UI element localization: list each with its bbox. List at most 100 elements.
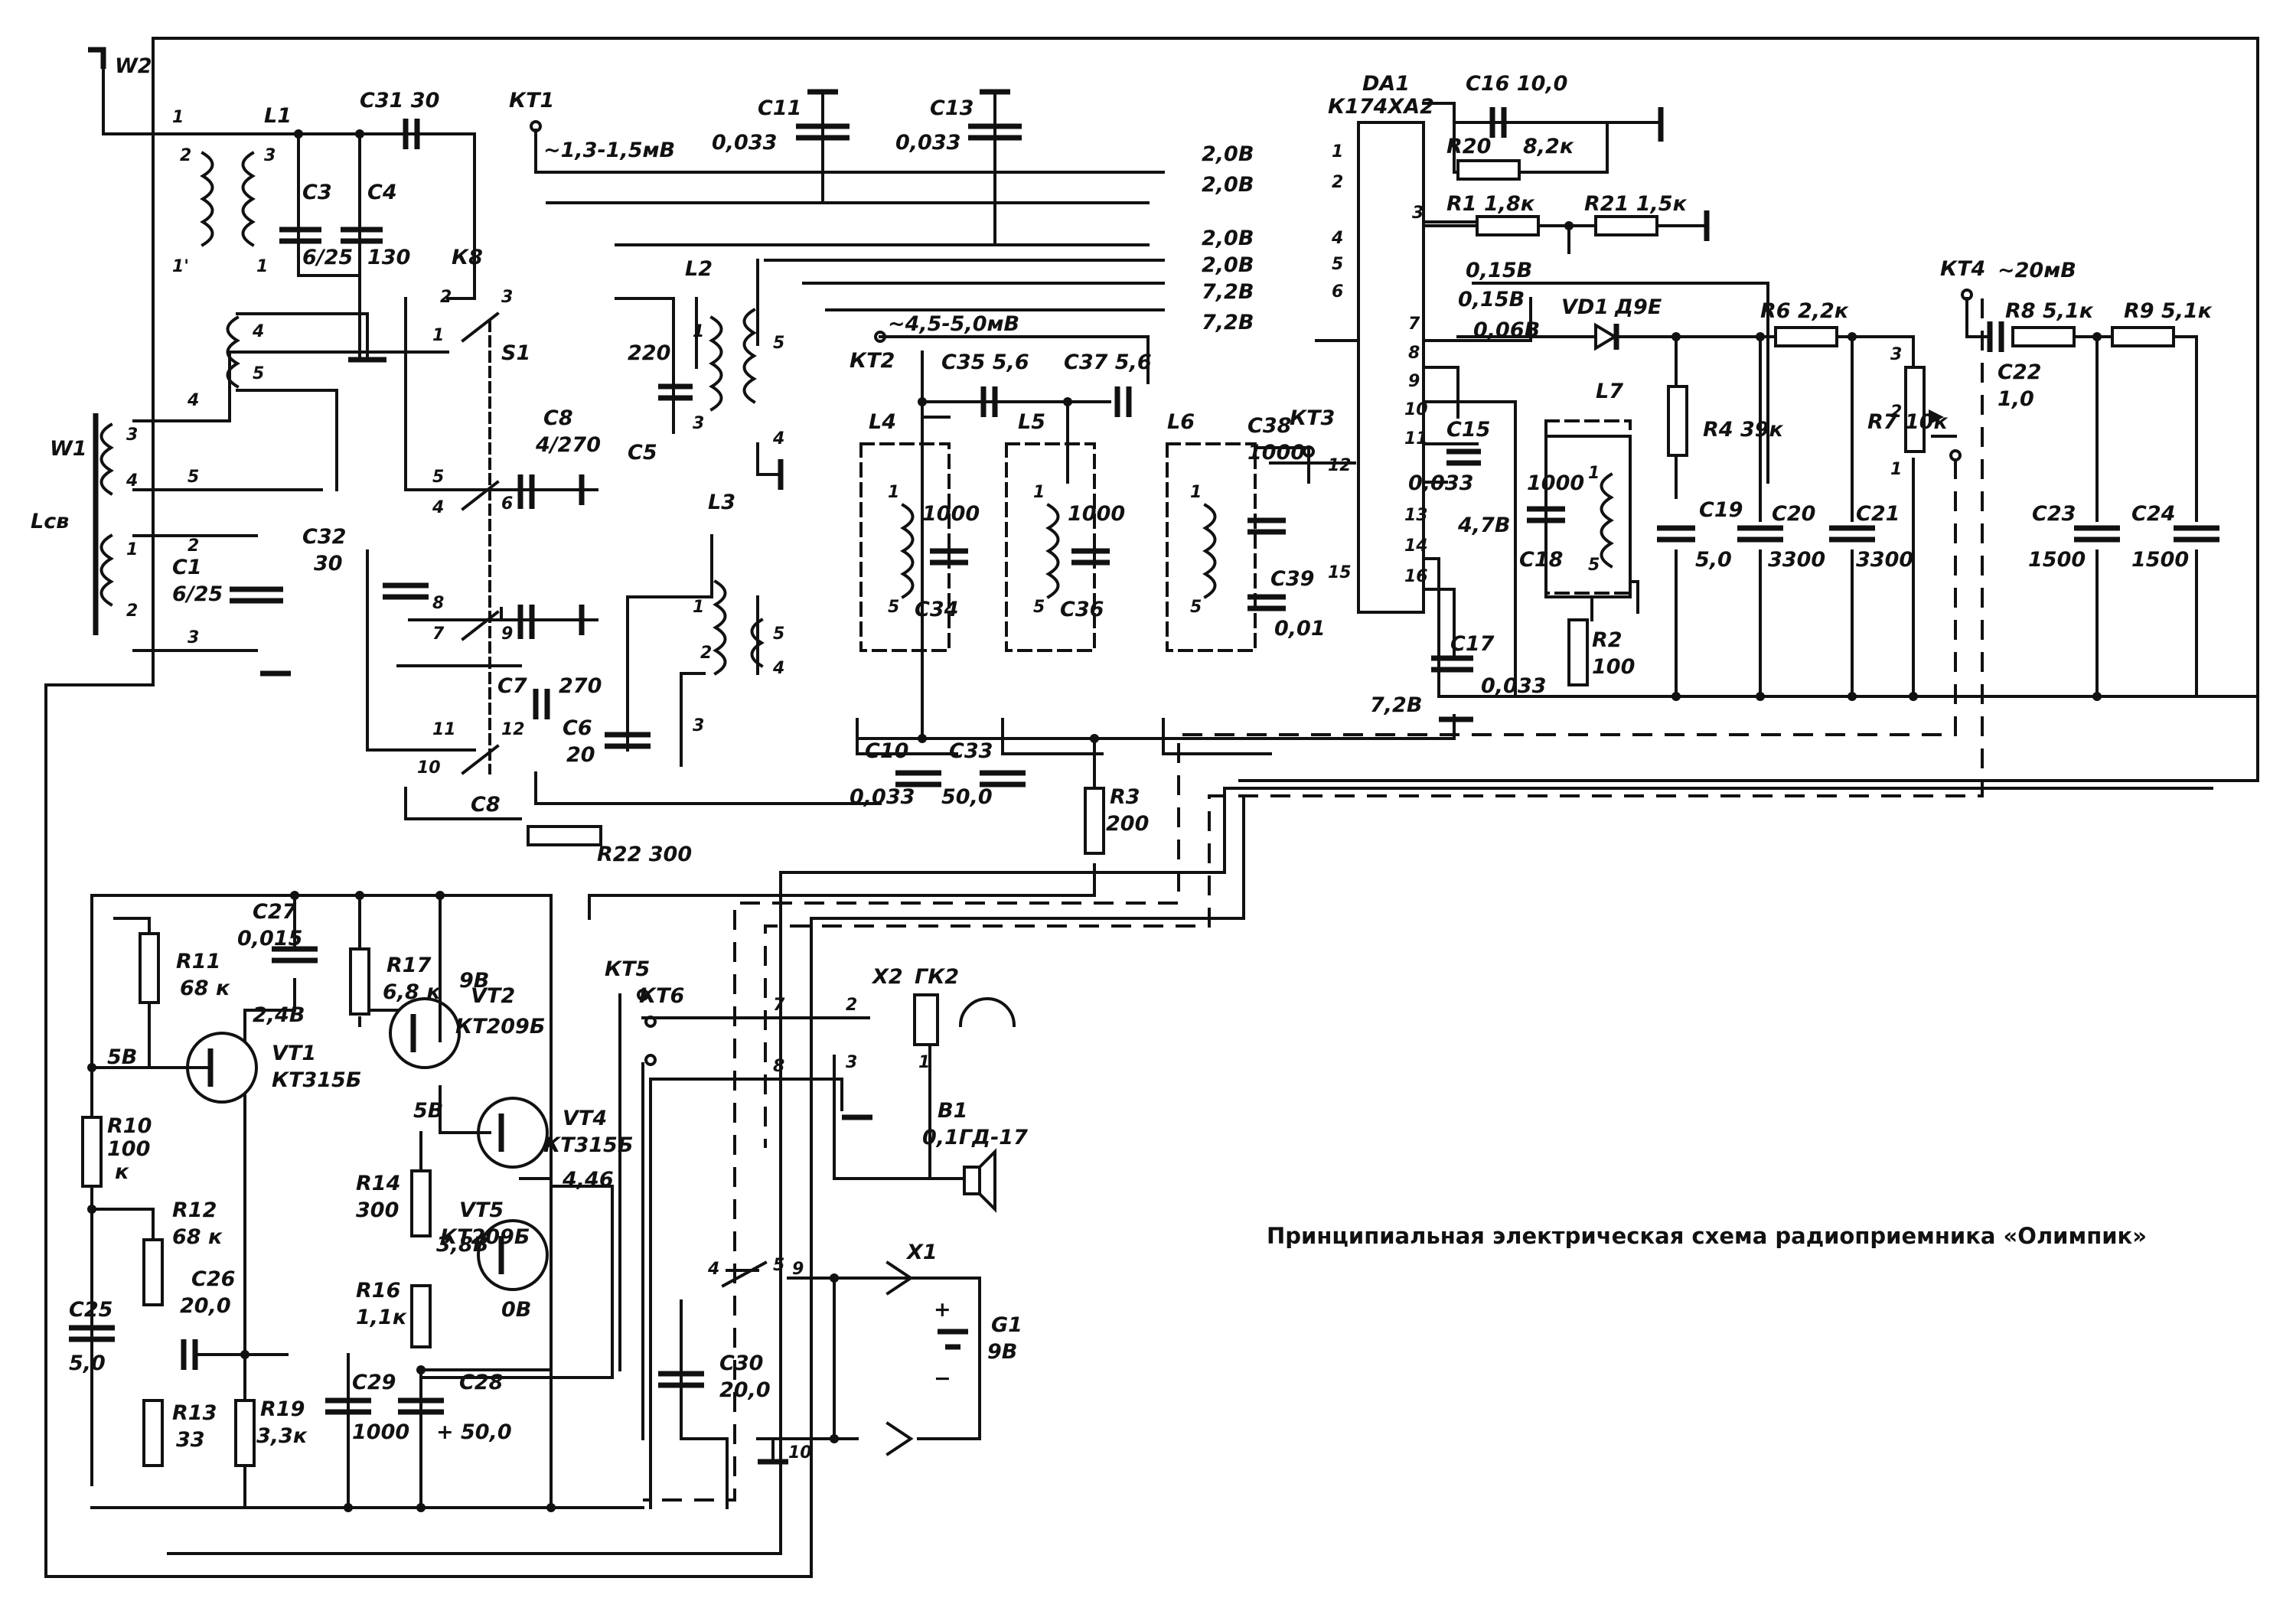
svg-text:1: 1 [1033, 483, 1045, 502]
svg-text:С18: С18 [1519, 548, 1563, 572]
svg-text:50,0: 50,0 [941, 785, 993, 809]
svg-text:С38: С38 [1247, 414, 1291, 438]
svg-text:1: 1 [432, 326, 444, 345]
svg-text:9: 9 [1408, 372, 1420, 391]
svg-text:7: 7 [1408, 315, 1420, 334]
if-coils: L2 1 3 5 4 L3 1 2 3 5 4 L4 1 5 L5 1 5 L6… [685, 257, 1632, 735]
svg-text:~4,5-5,0мВ: ~4,5-5,0мВ [888, 312, 1019, 336]
svg-text:КТ5: КТ5 [605, 957, 650, 981]
svg-text:3: 3 [1890, 345, 1902, 364]
svg-text:R22 300: R22 300 [597, 843, 692, 866]
amp-voltages: 2,4В 5В 9В 5В 4,46 3,8В 0В [107, 969, 614, 1322]
svg-text:4: 4 [432, 498, 444, 517]
svg-text:КТ4: КТ4 [1940, 257, 1985, 281]
svg-text:С32: С32 [302, 525, 346, 549]
svg-text:С7: С7 [497, 674, 527, 698]
svg-text:Х1: Х1 [905, 1241, 938, 1264]
svg-text:6/25: 6/25 [302, 246, 353, 269]
svg-text:С5: С5 [628, 441, 657, 465]
svg-text:0,1ГД-17: 0,1ГД-17 [922, 1126, 1028, 1149]
svg-text:5,0: 5,0 [69, 1352, 106, 1375]
svg-text:R16: R16 [356, 1279, 400, 1303]
wiring [44, 37, 2259, 1578]
svg-text:10: 10 [417, 758, 441, 778]
svg-text:3: 3 [126, 426, 138, 445]
svg-text:1: 1 [693, 598, 704, 617]
svg-text:С30: С30 [719, 1352, 763, 1375]
svg-text:VT5: VT5 [459, 1198, 504, 1222]
svg-text:8,2к: 8,2к [1523, 135, 1574, 158]
svg-text:1: 1 [693, 322, 704, 341]
svg-text:1500: 1500 [2028, 548, 2086, 572]
svg-text:G1: G1 [991, 1313, 1022, 1337]
svg-text:L7: L7 [1596, 380, 1623, 403]
svg-text:R21 1,5к: R21 1,5к [1584, 192, 1688, 216]
svg-text:7: 7 [432, 624, 445, 644]
svg-text:10: 10 [1404, 400, 1428, 419]
svg-text:13: 13 [1404, 506, 1428, 525]
svg-text:0,01: 0,01 [1274, 617, 1326, 641]
svg-text:14: 14 [1404, 536, 1428, 556]
svg-text:−: − [934, 1367, 951, 1391]
svg-text:68 к: 68 к [180, 977, 230, 1000]
svg-text:5: 5 [1332, 255, 1343, 274]
svg-text:0В: 0В [501, 1298, 531, 1322]
svg-text:С35 5,6: С35 5,6 [941, 351, 1029, 374]
svg-text:С8: С8 [471, 793, 501, 817]
svg-text:4,7В: 4,7В [1457, 514, 1510, 537]
svg-text:11: 11 [1404, 429, 1428, 448]
svg-text:С26: С26 [191, 1267, 235, 1291]
svg-text:1: 1 [888, 483, 899, 502]
svg-text:2: 2 [1332, 173, 1343, 192]
svg-text:9В: 9В [459, 969, 489, 993]
svg-text:R19: R19 [260, 1397, 305, 1421]
svg-text:3300: 3300 [1768, 548, 1825, 572]
svg-text:5: 5 [773, 624, 784, 644]
svg-text:С37 5,6: С37 5,6 [1064, 351, 1152, 374]
svg-text:ГК2: ГК2 [915, 965, 959, 989]
svg-text:0,015: 0,015 [237, 927, 302, 950]
svg-text:R4 39к: R4 39к [1703, 418, 1784, 442]
svg-text:0,15В: 0,15В [1458, 288, 1525, 311]
svg-text:12: 12 [501, 720, 525, 739]
svg-text:W1: W1 [50, 437, 87, 461]
svg-text:3: 3 [693, 716, 704, 735]
svg-text:0,033: 0,033 [895, 131, 960, 155]
svg-text:С4: С4 [367, 181, 397, 204]
svg-text:к: к [115, 1160, 129, 1184]
svg-text:68 к: 68 к [172, 1225, 223, 1249]
svg-text:20: 20 [566, 743, 595, 767]
svg-text:300: 300 [356, 1198, 399, 1222]
svg-text:VT2: VT2 [471, 984, 515, 1008]
svg-text:3: 3 [501, 288, 513, 307]
svg-text:L2: L2 [685, 257, 713, 281]
svg-text:2: 2 [700, 644, 712, 663]
svg-text:2,0В: 2,0В [1202, 142, 1254, 166]
svg-text:9В: 9В [987, 1340, 1017, 1364]
svg-text:+: + [934, 1298, 951, 1322]
svg-text:Lсв: Lсв [31, 510, 69, 533]
svg-text:R17: R17 [386, 954, 432, 977]
svg-text:100: 100 [107, 1137, 150, 1161]
svg-text:КТ1: КТ1 [509, 89, 554, 112]
svg-text:2,0В: 2,0В [1202, 173, 1254, 197]
svg-text:5В: 5В [107, 1045, 137, 1069]
svg-text:~1,3-1,5мВ: ~1,3-1,5мВ [543, 139, 675, 162]
svg-text:3: 3 [188, 628, 199, 647]
svg-text:3300: 3300 [1856, 548, 1913, 572]
svg-text:КТ2: КТ2 [850, 349, 895, 373]
svg-text:4: 4 [707, 1260, 719, 1279]
svg-text:С23: С23 [2032, 502, 2076, 526]
svg-text:1000: 1000 [922, 502, 980, 526]
svg-text:~20мВ: ~20мВ [1998, 259, 2076, 282]
svg-text:4: 4 [252, 322, 264, 341]
svg-text:К174ХА2: К174ХА2 [1328, 95, 1434, 119]
svg-text:1000: 1000 [1247, 441, 1305, 465]
svg-text:R1 1,8к: R1 1,8к [1446, 192, 1535, 216]
svg-text:3: 3 [846, 1053, 857, 1072]
svg-text:6: 6 [501, 494, 513, 514]
svg-text:7,2В: 7,2В [1202, 311, 1254, 334]
svg-text:R3: R3 [1110, 785, 1140, 809]
svg-text:12: 12 [1328, 456, 1352, 475]
